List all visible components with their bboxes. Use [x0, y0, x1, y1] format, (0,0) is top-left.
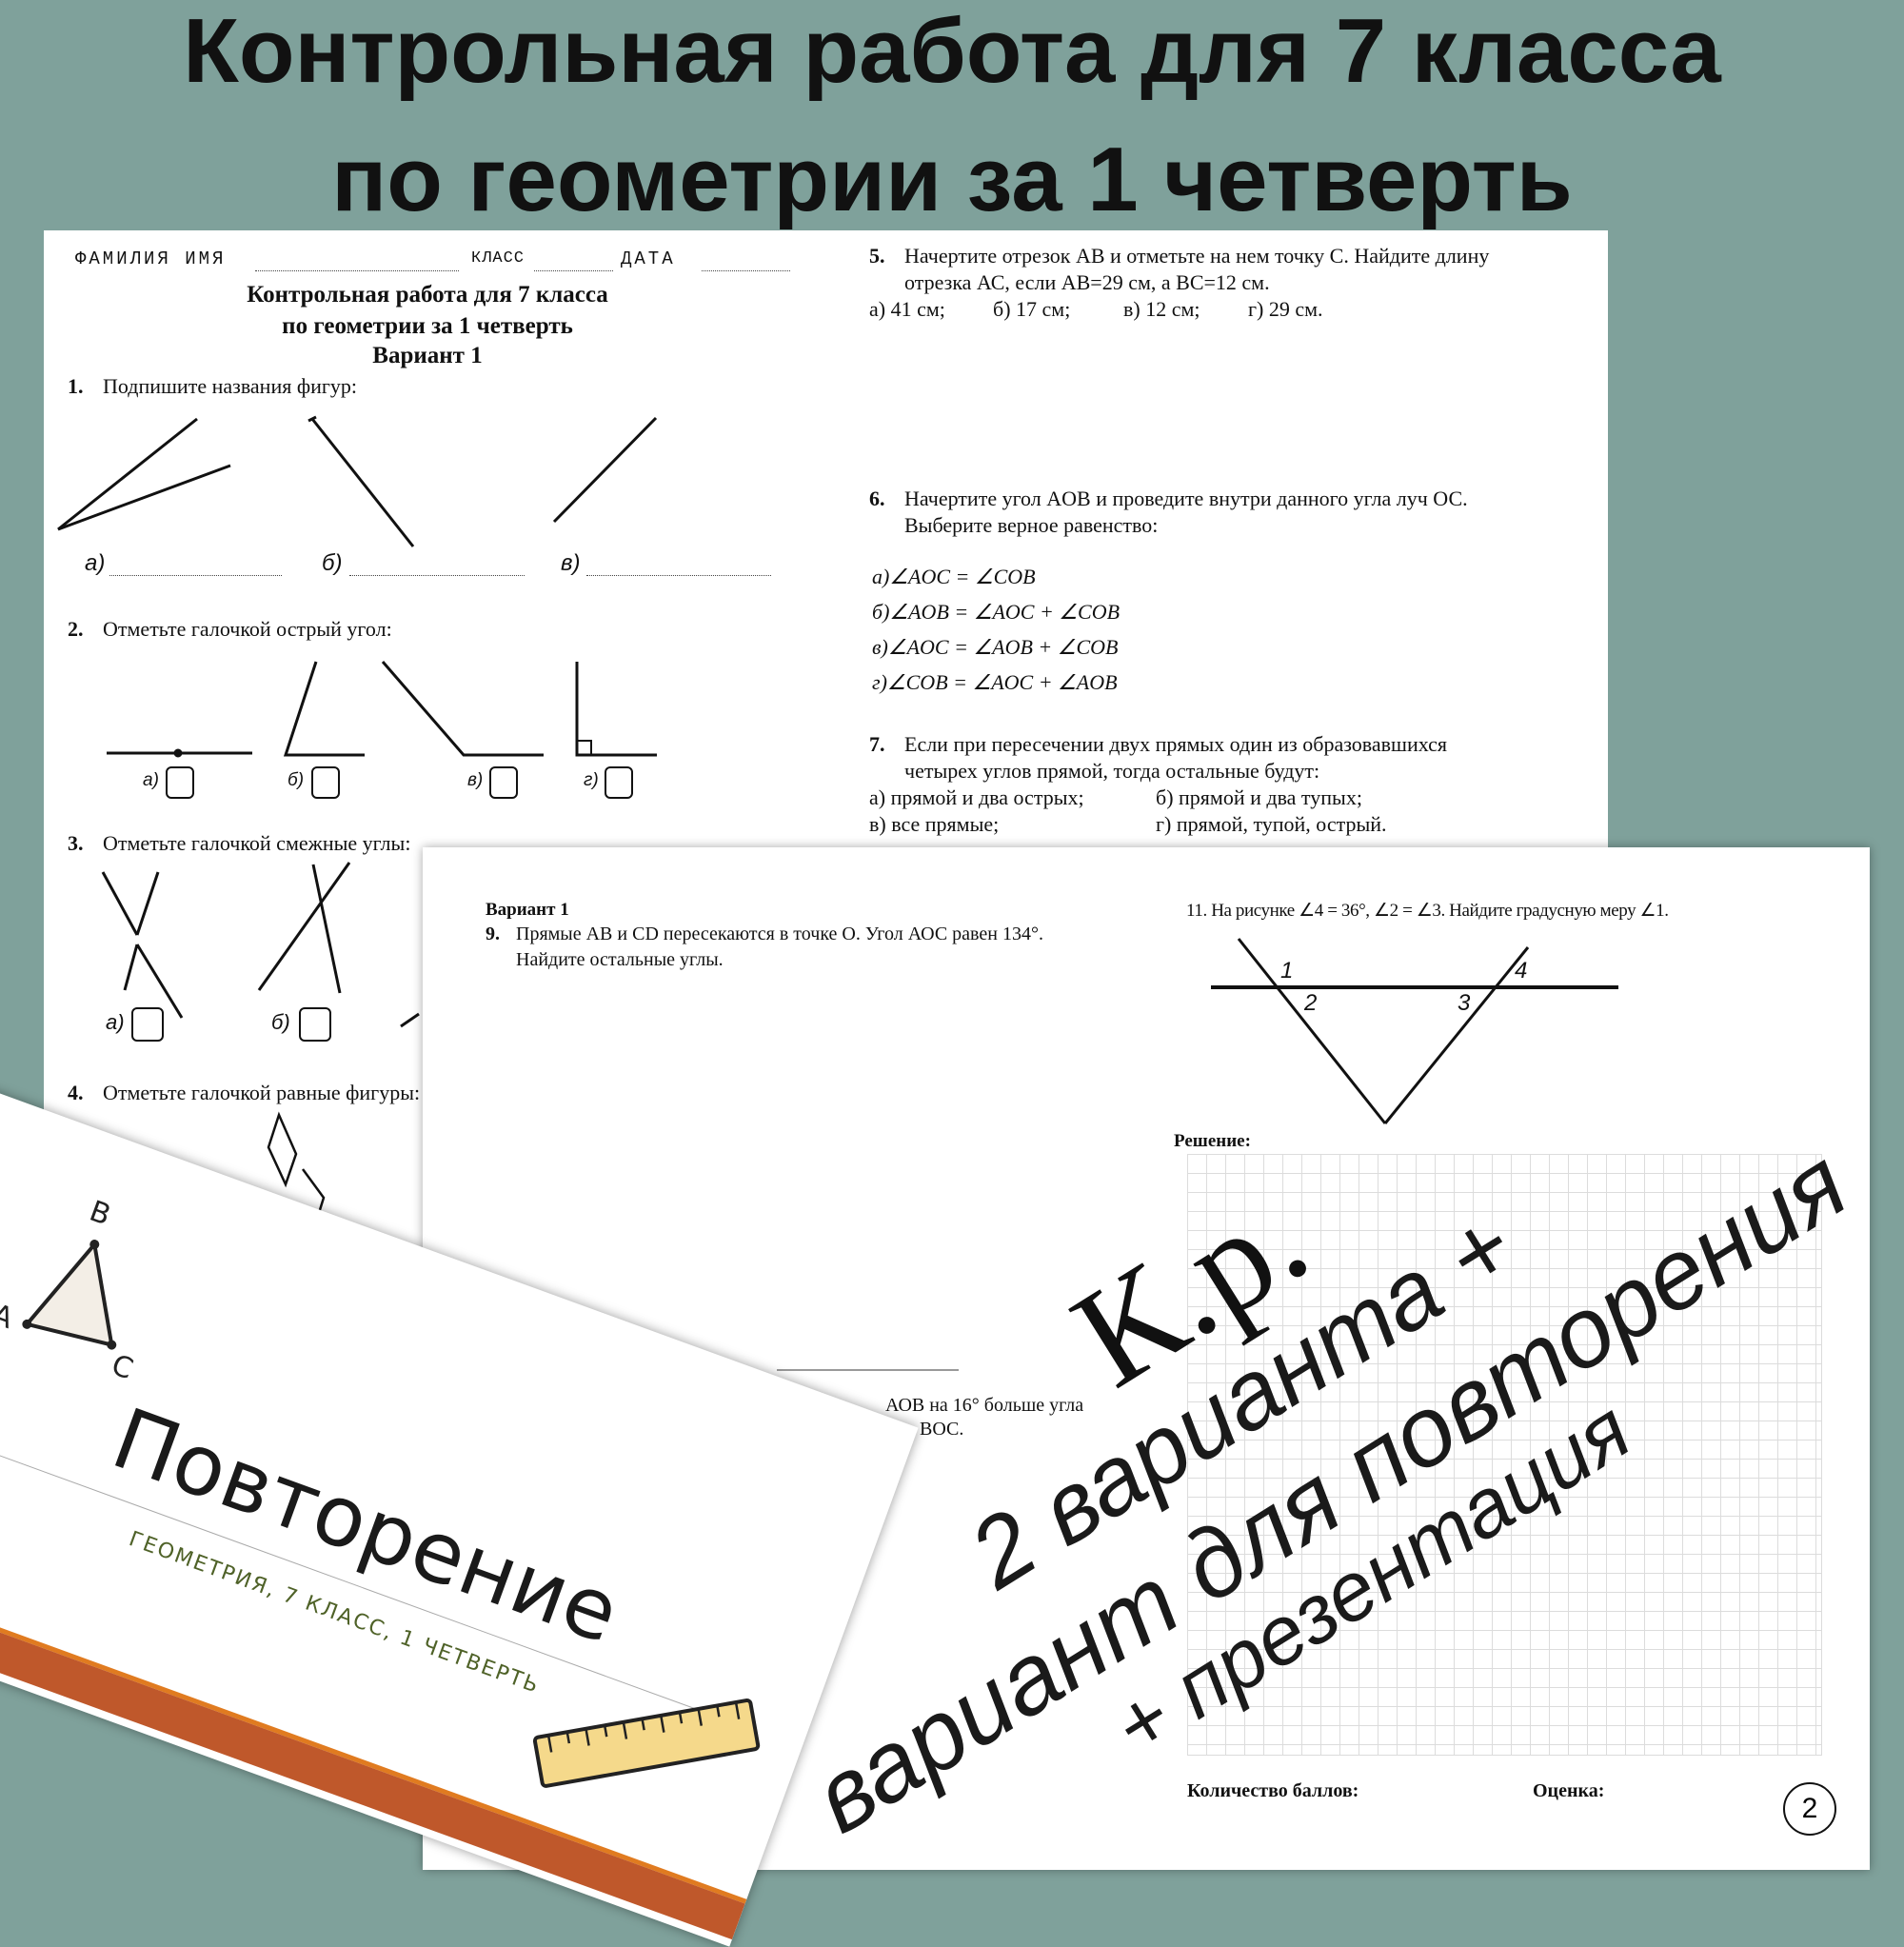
q9-line-1: Прямые АВ и CD пересекаются в точке О. У…	[516, 924, 1043, 944]
q3-text: Отметьте галочкой смежные углы:	[103, 831, 411, 855]
q2-label-a: а)	[143, 770, 159, 790]
q3-label-a: а)	[106, 1010, 125, 1034]
q7-answer-c: в) все прямые;	[869, 812, 1000, 836]
q5-number: 5.	[869, 244, 885, 268]
q5-answer-c: в) 12 см;	[1123, 297, 1200, 321]
date-blank	[702, 270, 790, 271]
q10-fragment-line-1: АОВ на 16° больше угла	[885, 1395, 1084, 1416]
q1-label-b: б)	[322, 550, 343, 576]
q2-number: 2.	[68, 617, 84, 641]
q1-text: Подпишите названия фигур:	[103, 374, 358, 398]
q2-figure-right-angle	[575, 662, 657, 757]
q3-number: 3.	[68, 831, 84, 855]
solution-label: Решение:	[1174, 1131, 1251, 1151]
q4-text: Отметьте галочкой равные фигуры:	[103, 1081, 421, 1104]
q7-answer-d: г) прямой, тупой, острый.	[1156, 812, 1387, 836]
q6-answer-a: а)∠AOC = ∠COB	[872, 565, 1036, 588]
q2-label-d: г)	[584, 770, 599, 790]
q2-figure-obtuse-angle	[381, 661, 544, 757]
doc-variant: Вариант 1	[372, 343, 483, 368]
q5-answer-b: б) 17 см;	[993, 297, 1071, 321]
q11-figure	[1211, 938, 1618, 1124]
page-number-badge: 2	[1783, 1782, 1836, 1836]
q4-number: 4.	[68, 1081, 84, 1104]
q1-blank-b[interactable]	[349, 575, 525, 576]
angle-label-4: 4	[1515, 958, 1528, 983]
q3-figure-b	[257, 862, 351, 994]
q1-figure-segment	[552, 416, 658, 524]
q2-checkbox-c[interactable]	[489, 766, 518, 799]
q2-label-b: б)	[288, 770, 305, 790]
q2-label-c: в)	[467, 770, 484, 790]
q3-checkbox-b[interactable]	[299, 1007, 331, 1042]
q6-line-2: Выберите верное равенство:	[904, 513, 1159, 537]
answer-line	[777, 1369, 959, 1371]
name-blank	[255, 270, 459, 271]
headline-line-2: по геометрии за 1 четверть	[331, 129, 1573, 230]
q6-answer-b: б)∠AOB = ∠AOC + ∠COB	[872, 600, 1121, 624]
ruler-icon	[532, 1699, 761, 1788]
q2-figure-acute-angle	[283, 661, 365, 757]
page-1-figures	[57, 415, 658, 1229]
q6-answer-d: г)∠COB = ∠AOC + ∠AOB	[872, 670, 1118, 694]
headline-line-1: Контрольная работа для 7 класса	[183, 0, 1721, 102]
q6-answer-c: в)∠AOC = ∠AOB + ∠COB	[872, 635, 1119, 659]
presentation-slide: A B C Повторение ГЕОМЕТРИЯ, 7 КЛАСС, 1 Ч…	[0, 1004, 919, 1947]
q1-blank-c[interactable]	[586, 575, 771, 576]
doc-title-2: по геометрии за 1 четверть	[282, 313, 573, 339]
q7-answer-a: а) прямой и два острых;	[869, 785, 1084, 809]
q1-figure-angle	[57, 417, 231, 531]
q2-text: Отметьте галочкой острый угол:	[103, 617, 392, 641]
q5-answer-d: г) 29 см.	[1248, 297, 1323, 321]
surname-name-label: ФАМИЛИЯ ИМЯ	[75, 248, 227, 269]
q3-figure-a	[101, 871, 184, 1019]
q3-checkbox-a[interactable]	[131, 1007, 164, 1042]
q2-checkbox-d[interactable]	[605, 766, 633, 799]
q7-line-1: Если при пересечении двух прямых один из…	[904, 732, 1447, 756]
date-label: ДАТА	[621, 248, 676, 269]
q5-line-1: Начертите отрезок АВ и отметьте на нем т…	[904, 244, 1490, 268]
q2-checkbox-b[interactable]	[311, 766, 340, 799]
q9-number: 9.	[486, 924, 500, 944]
q7-number: 7.	[869, 732, 885, 756]
q6-line-1: Начертите угол AOB и проведите внутри да…	[904, 487, 1468, 510]
doc-title-1: Контрольная работа для 7 класса	[247, 282, 608, 308]
q1-number: 1.	[68, 374, 84, 398]
q9-line-2: Найдите остальные углы.	[516, 949, 724, 970]
q2-checkbox-a[interactable]	[166, 766, 194, 799]
q11-text: 11. На рисунке ∠4 = 36°, ∠2 = ∠3. Найдит…	[1186, 901, 1669, 921]
q1-label-c: в)	[561, 550, 581, 576]
q6-number: 6.	[869, 487, 885, 510]
q5-answer-a: а) 41 см;	[869, 297, 945, 321]
angle-label-1: 1	[1280, 958, 1294, 983]
page2-variant: Вариант 1	[486, 900, 569, 920]
score-label: Количество баллов:	[1187, 1780, 1359, 1801]
q1-label-a: а)	[85, 550, 106, 576]
angle-label-3: 3	[1458, 990, 1471, 1016]
q7-line-2: четырех углов прямой, тогда остальные бу…	[904, 759, 1320, 783]
q7-answer-b: б) прямой и два тупых;	[1156, 785, 1362, 809]
class-blank	[534, 270, 613, 271]
q1-blank-a[interactable]	[109, 575, 282, 576]
triangle-abc-icon	[22, 1240, 117, 1350]
solution-grid[interactable]	[1187, 1154, 1822, 1756]
class-label: КЛАСС	[471, 249, 526, 268]
angle-label-2: 2	[1304, 990, 1318, 1016]
q2-figure-straight-angle	[107, 748, 252, 758]
q5-line-2: отрезка АС, если АВ=29 см, а ВС=12 см.	[904, 270, 1270, 294]
q3-label-b: б)	[271, 1010, 290, 1034]
q1-figure-ray	[307, 415, 415, 547]
grade-label: Оценка:	[1533, 1780, 1605, 1801]
q10-fragment-line-2: ВОС.	[920, 1419, 964, 1440]
